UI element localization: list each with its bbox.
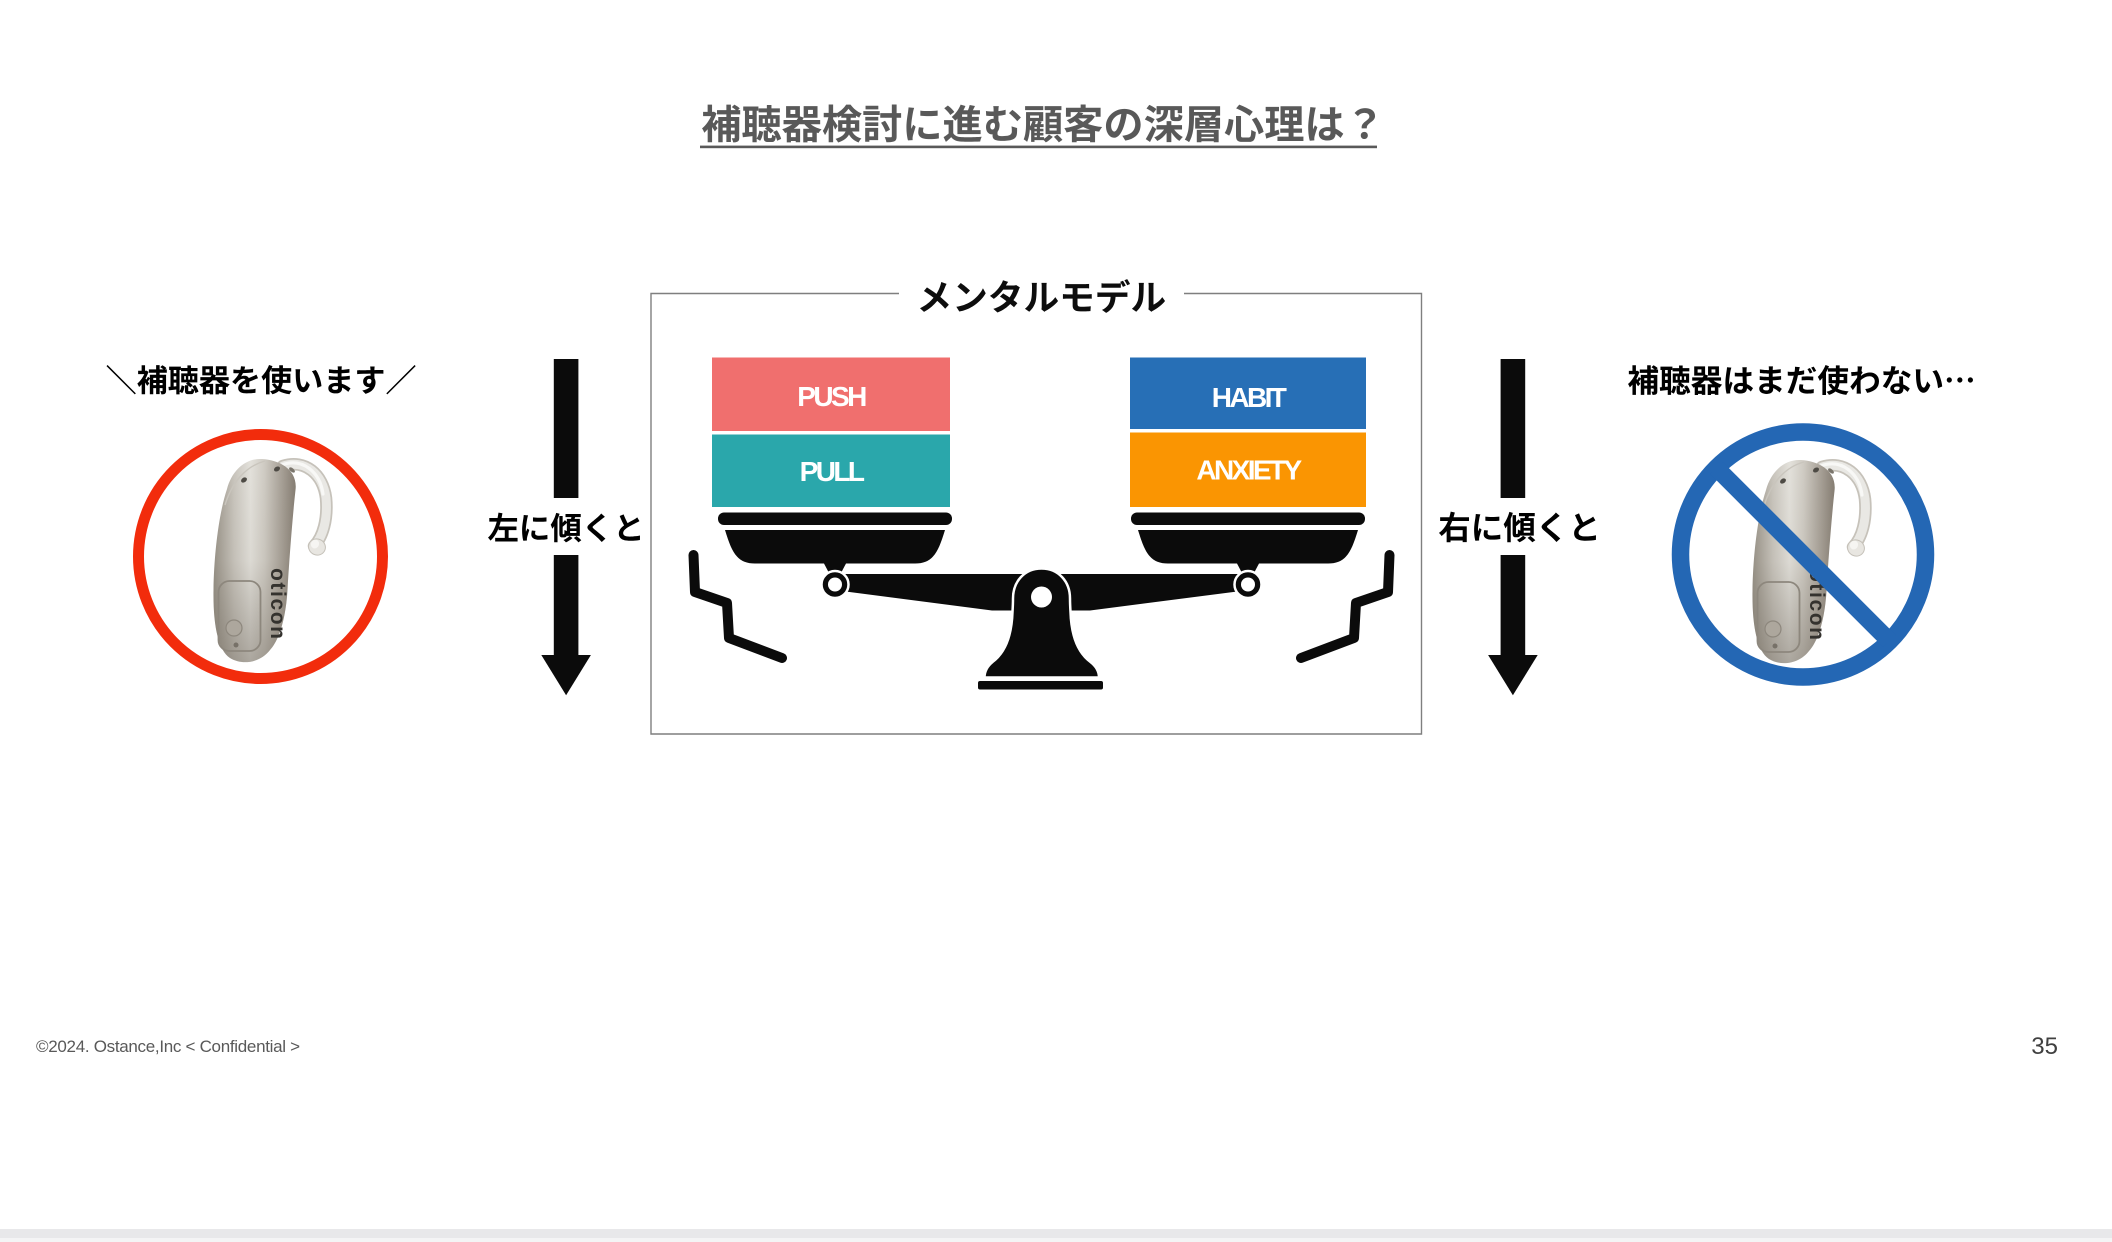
svg-text:35: 35 xyxy=(2031,1033,2058,1060)
svg-text:PUSH: PUSH xyxy=(797,381,866,412)
svg-text:PULL: PULL xyxy=(800,456,865,487)
svg-text:©2024. Ostance,Inc < Confident: ©2024. Ostance,Inc < Confidential > xyxy=(36,1037,300,1056)
svg-text:ANXIETY: ANXIETY xyxy=(1196,455,1302,486)
svg-text:HABIT: HABIT xyxy=(1212,382,1287,413)
